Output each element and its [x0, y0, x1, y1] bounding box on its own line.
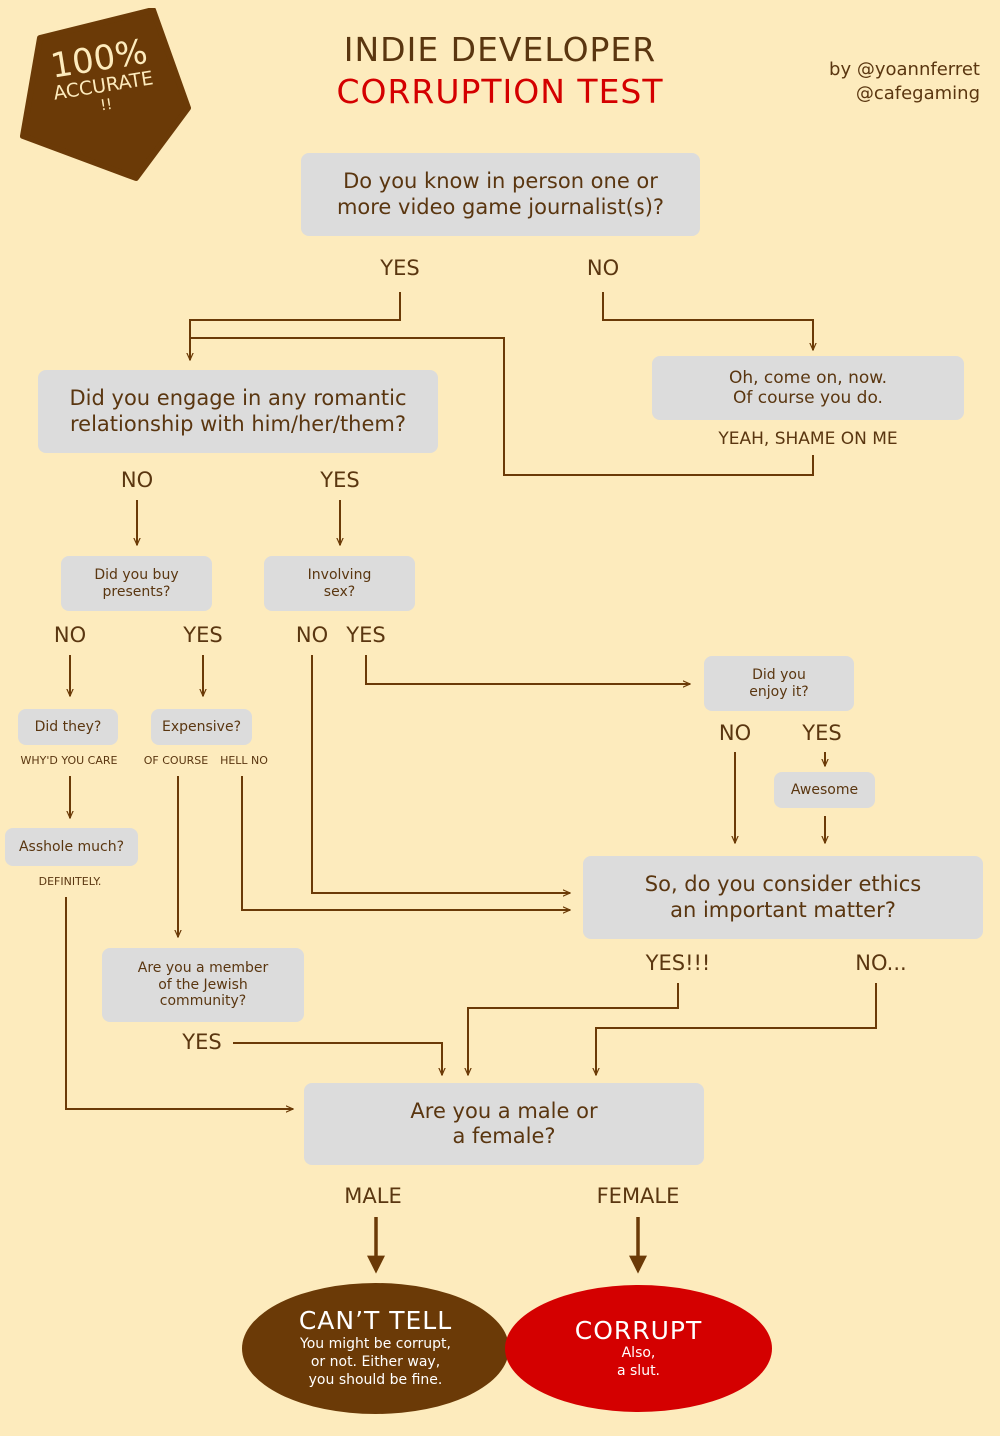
answer-journalist-yes: YES	[380, 256, 420, 280]
result-corrupt-title: CORRUPT	[574, 1315, 703, 1345]
answer-of-course: OF COURSE	[143, 754, 209, 767]
node-presents: Did you buy presents?	[61, 556, 212, 611]
answer-journalist-no: NO	[586, 256, 620, 280]
result-cant-tell: CAN’T TELL You might be corrupt, or not.…	[242, 1283, 509, 1414]
connector-jewish-yes	[233, 1042, 442, 1075]
node-jewish: Are you a member of the Jewish community…	[102, 948, 304, 1022]
result-corrupt-text: Also, a slut.	[616, 1345, 661, 1380]
credits: by @yoannferret @cafegaming	[829, 58, 980, 107]
node-asshole: Asshole much?	[5, 828, 138, 866]
node-awesome: Awesome	[774, 772, 875, 808]
accuracy-badge-icon	[20, 8, 191, 181]
answer-jewish-yes: YES	[182, 1030, 222, 1054]
title-line-1: INDIE DEVELOPER	[343, 30, 657, 69]
answer-sex-yes: YES	[346, 623, 386, 647]
connector-sex-no	[311, 655, 570, 893]
answer-ethics-no: NO...	[855, 951, 907, 975]
node-journalist: Do you know in person one or more video …	[301, 153, 700, 236]
node-ethics: So, do you consider ethics an important …	[583, 856, 983, 939]
answer-presents-yes: YES	[183, 623, 223, 647]
connector-hell-no	[241, 776, 570, 910]
result-cant-tell-text: You might be corrupt, or not. Either way…	[300, 1335, 451, 1389]
connector-definitely	[65, 897, 293, 1109]
connector-shame	[190, 337, 814, 476]
answer-enjoy-yes: YES	[802, 721, 842, 745]
answer-shame: YEAH, SHAME ON ME	[718, 429, 898, 449]
answer-whyd-you-care: WHY'D YOU CARE	[20, 754, 118, 767]
credit-author: by @yoannferret	[829, 59, 980, 80]
connector-ethics-yes	[468, 983, 679, 1075]
node-gender: Are you a male or a female?	[304, 1083, 704, 1165]
node-expensive: Expensive?	[151, 709, 252, 745]
result-cant-tell-title: CAN’T TELL	[298, 1306, 453, 1336]
credit-site: @cafegaming	[855, 83, 980, 105]
answer-romantic-no: NO	[120, 468, 154, 492]
answer-male: MALE	[344, 1184, 402, 1208]
node-come-on: Oh, come on, now. Of course you do.	[652, 356, 964, 420]
connector-journalist-yes	[190, 292, 401, 360]
answer-hell-no: HELL NO	[220, 754, 268, 767]
answer-ethics-yes: YES!!!	[645, 951, 711, 975]
answer-sex-no: NO	[295, 623, 329, 647]
title-line-2: CORRUPTION TEST	[336, 72, 664, 111]
node-sex: Involving sex?	[264, 556, 415, 611]
connector-sex-yes	[365, 655, 690, 684]
result-corrupt: CORRUPT Also, a slut.	[505, 1285, 772, 1412]
answer-presents-no: NO	[53, 623, 87, 647]
connector-ethics-no	[596, 983, 877, 1075]
node-romantic: Did you engage in any romantic relations…	[38, 370, 438, 453]
answer-definitely: DEFINITELY.	[38, 875, 102, 888]
answer-romantic-yes: YES	[320, 468, 360, 492]
answer-enjoy-no: NO	[718, 721, 752, 745]
node-did-they: Did they?	[18, 709, 118, 745]
node-enjoy: Did you enjoy it?	[704, 656, 854, 711]
connector-journalist-no	[602, 292, 813, 350]
answer-female: FEMALE	[596, 1184, 680, 1208]
